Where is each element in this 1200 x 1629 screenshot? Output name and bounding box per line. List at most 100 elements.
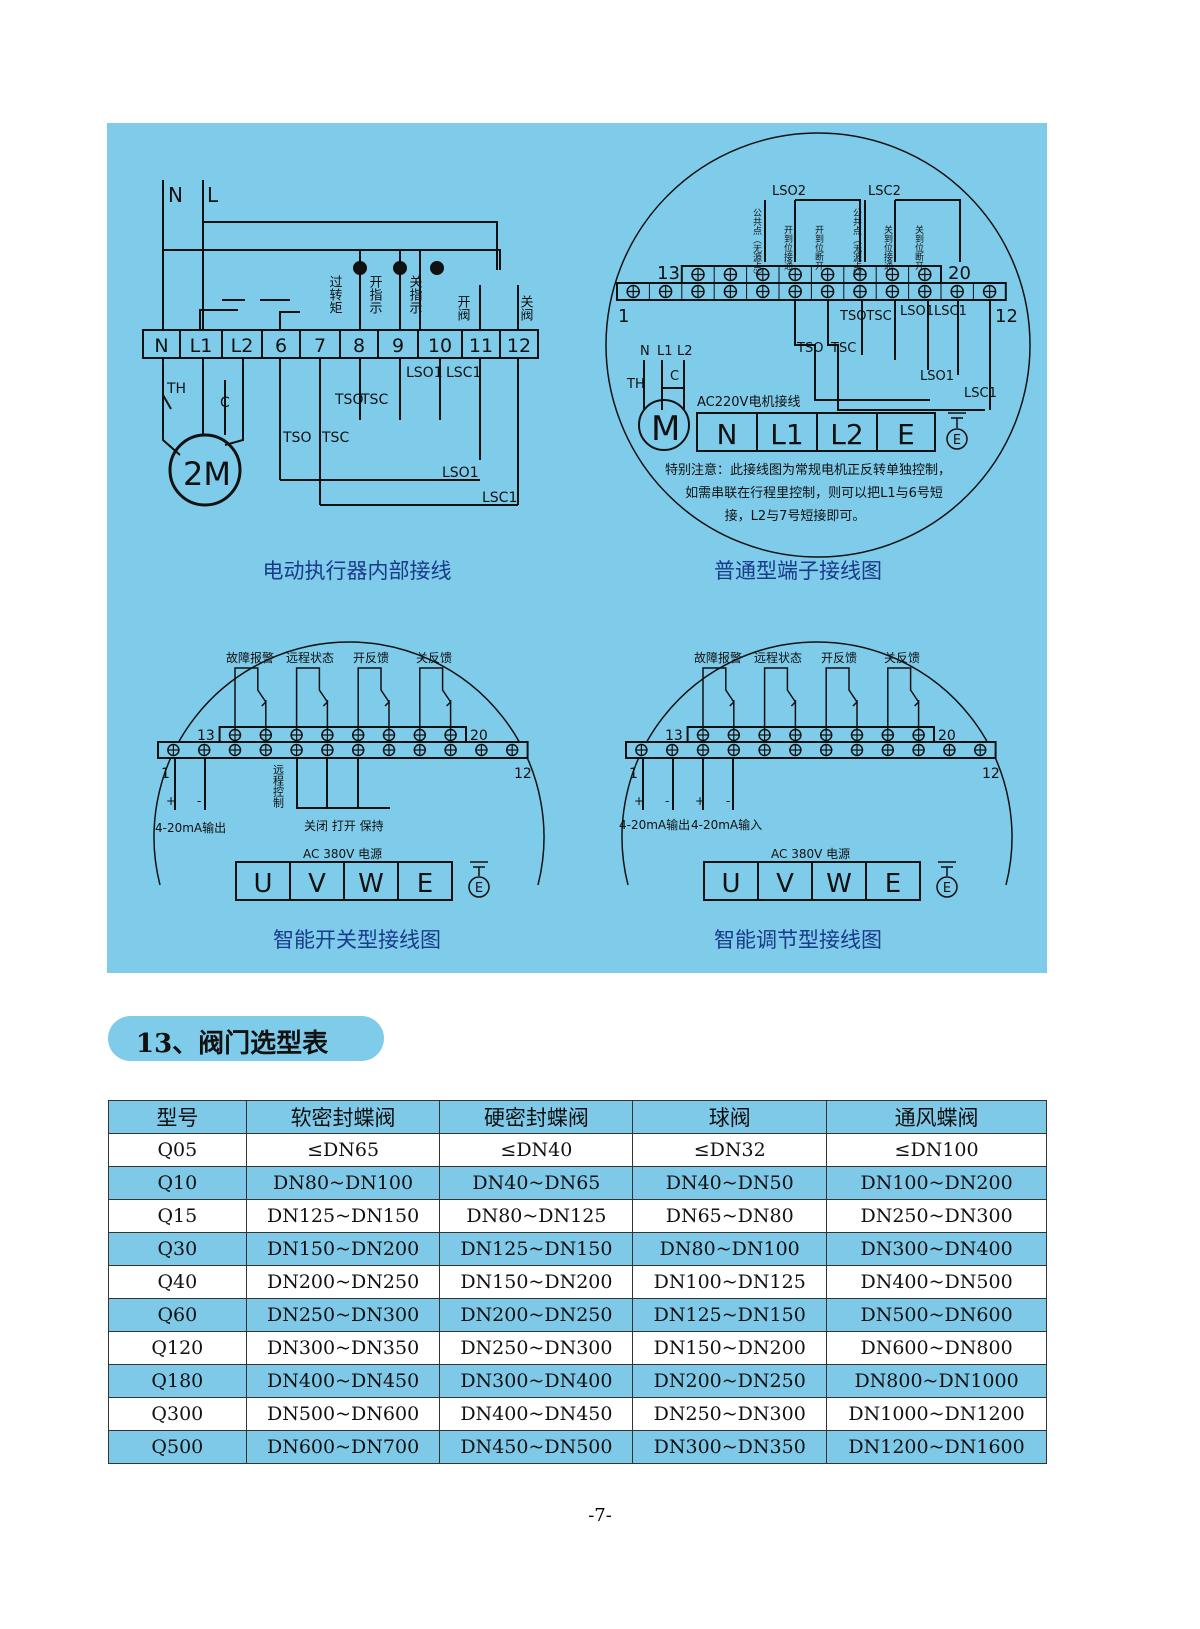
polarity: - (726, 794, 730, 808)
table-cell: DN40~DN65 (439, 1166, 634, 1200)
terminal-screw-cross (821, 268, 834, 281)
switch-label: LSC1 (934, 304, 967, 319)
switch-label: TSC (321, 430, 349, 446)
terminal-screw-cross (666, 744, 678, 756)
terminal-screw-cross (854, 285, 866, 298)
terminal-screw-cross (321, 744, 333, 756)
valve-selection-table: 型号 软密封蝶阀 硬密封蝶阀 球阀 通风蝶阀 Q05≤DN65≤DN40≤DN3… (108, 1100, 1047, 1464)
caption-smart-switch: 智能开关型接线图 (273, 928, 441, 952)
terminal-screw-cross (983, 285, 996, 298)
table-cell: Q30 (108, 1232, 247, 1266)
th-label: TH (166, 381, 186, 397)
switch-label: LSC1 (482, 490, 517, 506)
column-header: 硬密封蝶阀 (439, 1100, 634, 1134)
terminal-label: 8 (353, 335, 365, 357)
terminal-screw-cross (659, 285, 672, 298)
relay-contact (295, 667, 329, 729)
output-label: 4-20mA输出 (619, 817, 690, 832)
relay-contact (763, 667, 797, 729)
ground-icon-circle (936, 876, 958, 898)
supply-n: N (168, 183, 183, 207)
switch-label: LSO1 (406, 365, 443, 381)
terminal-label: L2 (231, 335, 254, 357)
vertical-label: 开到位断开 (813, 225, 824, 271)
terminal-screw-cross (475, 744, 487, 756)
column-header: 软密封蝶阀 (245, 1100, 441, 1134)
section-title-text: 13、阀门选型表 (136, 1029, 329, 1059)
terminal-label: N (154, 335, 168, 357)
terminal-screw-cross (692, 285, 704, 298)
wiring-diagrams-panel (107, 123, 1047, 973)
terminal-screw-cross (724, 285, 737, 298)
terminal-box-label: L2 (830, 418, 863, 451)
terminal-number: 20 (948, 263, 971, 284)
table-cell: DN250~DN300 (439, 1331, 634, 1365)
polarity: - (197, 794, 201, 808)
switch-label: LSC1 (446, 365, 481, 381)
terminal-screw-cross (759, 729, 771, 741)
terminal-screw-cross (697, 744, 709, 756)
terminal-screw-cross (756, 268, 769, 281)
table-cell: Q120 (108, 1331, 247, 1365)
table-cell: DN125~DN150 (632, 1298, 828, 1332)
smart-regulate-diagram: 故障报警 远程状态 开反馈 关反馈 13 20 1 12 + - + - 4-2… (619, 641, 1013, 952)
terminal-screw-cross (291, 729, 303, 741)
motor-terminal: L1 (657, 344, 673, 359)
terminal-box-label: E (897, 418, 915, 451)
top-label: 故障报警 (694, 650, 742, 665)
table-cell: DN100~DN125 (632, 1265, 828, 1299)
ground-icon-circle (468, 876, 490, 898)
terminal-screw-cross (414, 744, 426, 756)
terminal-screw-cross (943, 744, 955, 756)
page-number: -7- (588, 1505, 612, 1526)
table-cell: DN150~DN200 (245, 1232, 441, 1266)
terminal-number: 13 (665, 728, 683, 744)
terminal-screw-cross (445, 744, 457, 756)
table-cell: DN125~DN150 (245, 1199, 441, 1233)
switch-label: LSO1 (442, 465, 479, 481)
terminal-number: 12 (995, 306, 1018, 327)
terminal-screw-cross (229, 744, 241, 756)
terminal-screw-cross (789, 268, 802, 281)
terminal-screw-cross (820, 744, 832, 756)
terminal-screw-cross (352, 744, 364, 756)
table-cell: ≤DN65 (245, 1133, 441, 1167)
terminal-screw-cross (789, 285, 802, 298)
table-cell: DN400~DN450 (439, 1397, 634, 1431)
c-label: C (670, 369, 679, 384)
valve-label: 开阀 (455, 295, 471, 321)
table-cell: DN200~DN250 (245, 1265, 441, 1299)
th-label: TH (626, 377, 645, 392)
relay-contact (702, 667, 735, 729)
terminal-box-label: W (826, 869, 852, 899)
top-label: 远程状态 (754, 650, 802, 665)
relay-contact (887, 667, 920, 729)
note-line: 如需串联在行程里控制，则可以把L1与6号短 (685, 485, 943, 501)
terminal-screw-cross (951, 285, 964, 298)
table-header-row: 型号 软密封蝶阀 硬密封蝶阀 球阀 通风蝶阀 (108, 1100, 1047, 1134)
power-label: AC 380V 电源 (771, 847, 850, 861)
column-header: 型号 (108, 1100, 247, 1134)
terminal-box-label: V (776, 869, 794, 899)
terminal-screw-cross (291, 744, 303, 756)
switch-label: LSO2 (772, 184, 806, 199)
table-cell: DN80~DN100 (632, 1232, 828, 1266)
terminal-screw-cross (854, 268, 866, 281)
table-cell: DN150~DN200 (632, 1331, 828, 1365)
switch-label: TSC (360, 392, 388, 408)
terminal-screw-cross (728, 744, 740, 756)
vertical-label: 关到位接通 (882, 224, 893, 271)
table-cell: Q60 (108, 1298, 247, 1332)
power-label: AC 380V 电源 (303, 847, 382, 861)
table-cell: DN600~DN800 (826, 1331, 1047, 1365)
terminal-box-label: V (308, 869, 326, 899)
ground-label: E (475, 881, 483, 896)
table-cell: DN500~DN600 (245, 1397, 441, 1431)
table-cell: Q180 (108, 1364, 247, 1398)
terminal-screw-cross (821, 285, 834, 298)
table-cell: DN80~DN100 (245, 1166, 441, 1200)
table-cell: Q10 (108, 1166, 247, 1200)
terminal-screw-cross (352, 729, 364, 741)
